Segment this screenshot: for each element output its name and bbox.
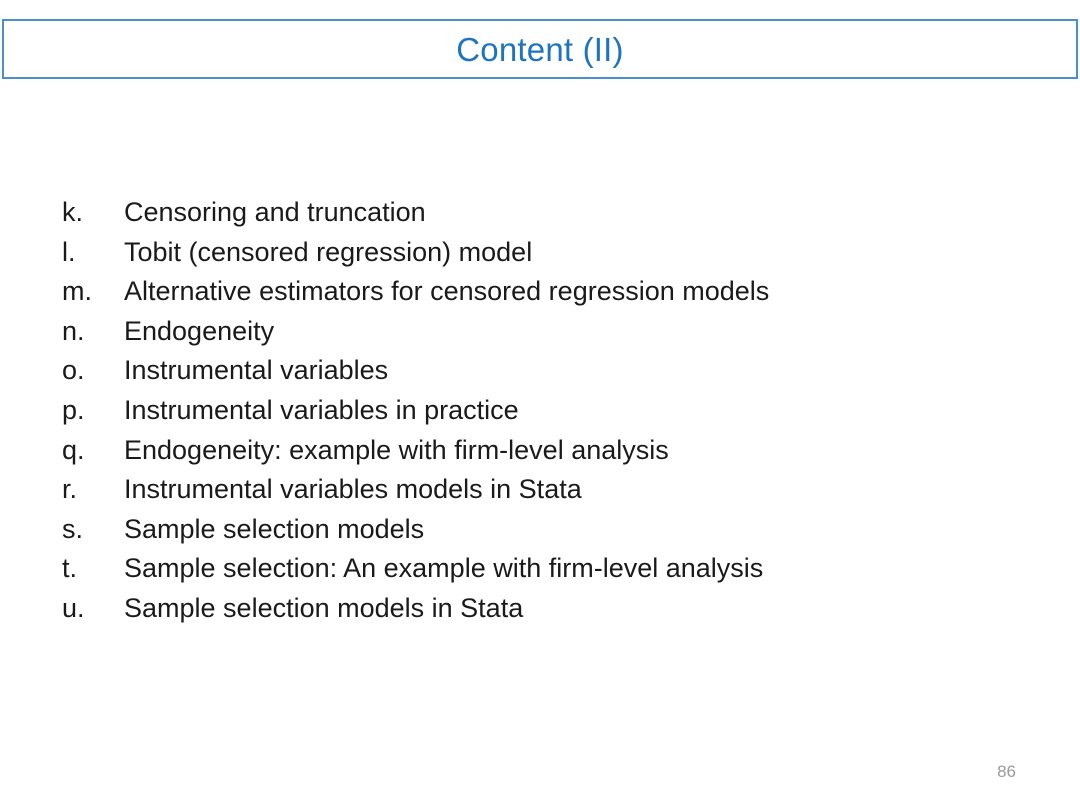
list-item: r. Instrumental variables models in Stat…: [62, 470, 1022, 510]
list-item-marker: o.: [62, 355, 85, 386]
list-item-label: Sample selection models in Stata: [124, 592, 524, 623]
list-item-marker: r.: [62, 474, 78, 505]
list-item-label: Instrumental variables: [124, 355, 389, 386]
list-item: n. Endogeneity: [62, 312, 1022, 352]
list-item-marker: p.: [62, 394, 85, 425]
list-item: s. Sample selection models: [62, 510, 1022, 550]
list-item: l. Tobit (censored regression) model: [62, 233, 1022, 273]
list-item-marker: m.: [62, 276, 92, 307]
list-item-marker: n.: [62, 315, 85, 346]
list-item: o. Instrumental variables: [62, 351, 1022, 391]
slide-title-box: Content (II): [2, 19, 1078, 79]
list-item-marker: k.: [62, 197, 84, 227]
list-item-marker: u.: [62, 592, 85, 623]
page-number: 86: [997, 762, 1016, 781]
list-item-label: Alternative estimators for censored regr…: [124, 276, 770, 307]
list-item-label: Endogeneity: [124, 315, 275, 346]
list-item-label: Sample selection: An example with firm-l…: [124, 553, 764, 584]
list-item-marker: s.: [62, 513, 84, 544]
list-item: q. Endogeneity: example with firm-level …: [62, 431, 1022, 471]
list-item: p. Instrumental variables in practice: [62, 391, 1022, 431]
content-outline-list: k. Censoring and truncation l. Tobit (ce…: [62, 193, 1022, 629]
list-item-label: Instrumental variables in practice: [124, 394, 519, 425]
list-item: k. Censoring and truncation: [62, 193, 1022, 233]
list-item-marker: q.: [62, 434, 85, 465]
list-item-label: Sample selection models: [124, 513, 425, 544]
list-item: u. Sample selection models in Stata: [62, 589, 1022, 629]
list-item-label: Endogeneity: example with firm-level ana…: [124, 434, 669, 465]
list-item-label: Instrumental variables models in Stata: [124, 474, 582, 505]
list-item: t. Sample selection: An example with fir…: [62, 549, 1022, 589]
list-item-marker: t.: [62, 553, 78, 584]
list-item: m. Alternative estimators for censored r…: [62, 272, 1022, 312]
list-item-label: Tobit (censored regression) model: [124, 236, 533, 267]
list-item-marker: l.: [62, 236, 76, 267]
page-title: Content (II): [456, 30, 624, 68]
list-item-label: Censoring and truncation: [124, 197, 426, 227]
